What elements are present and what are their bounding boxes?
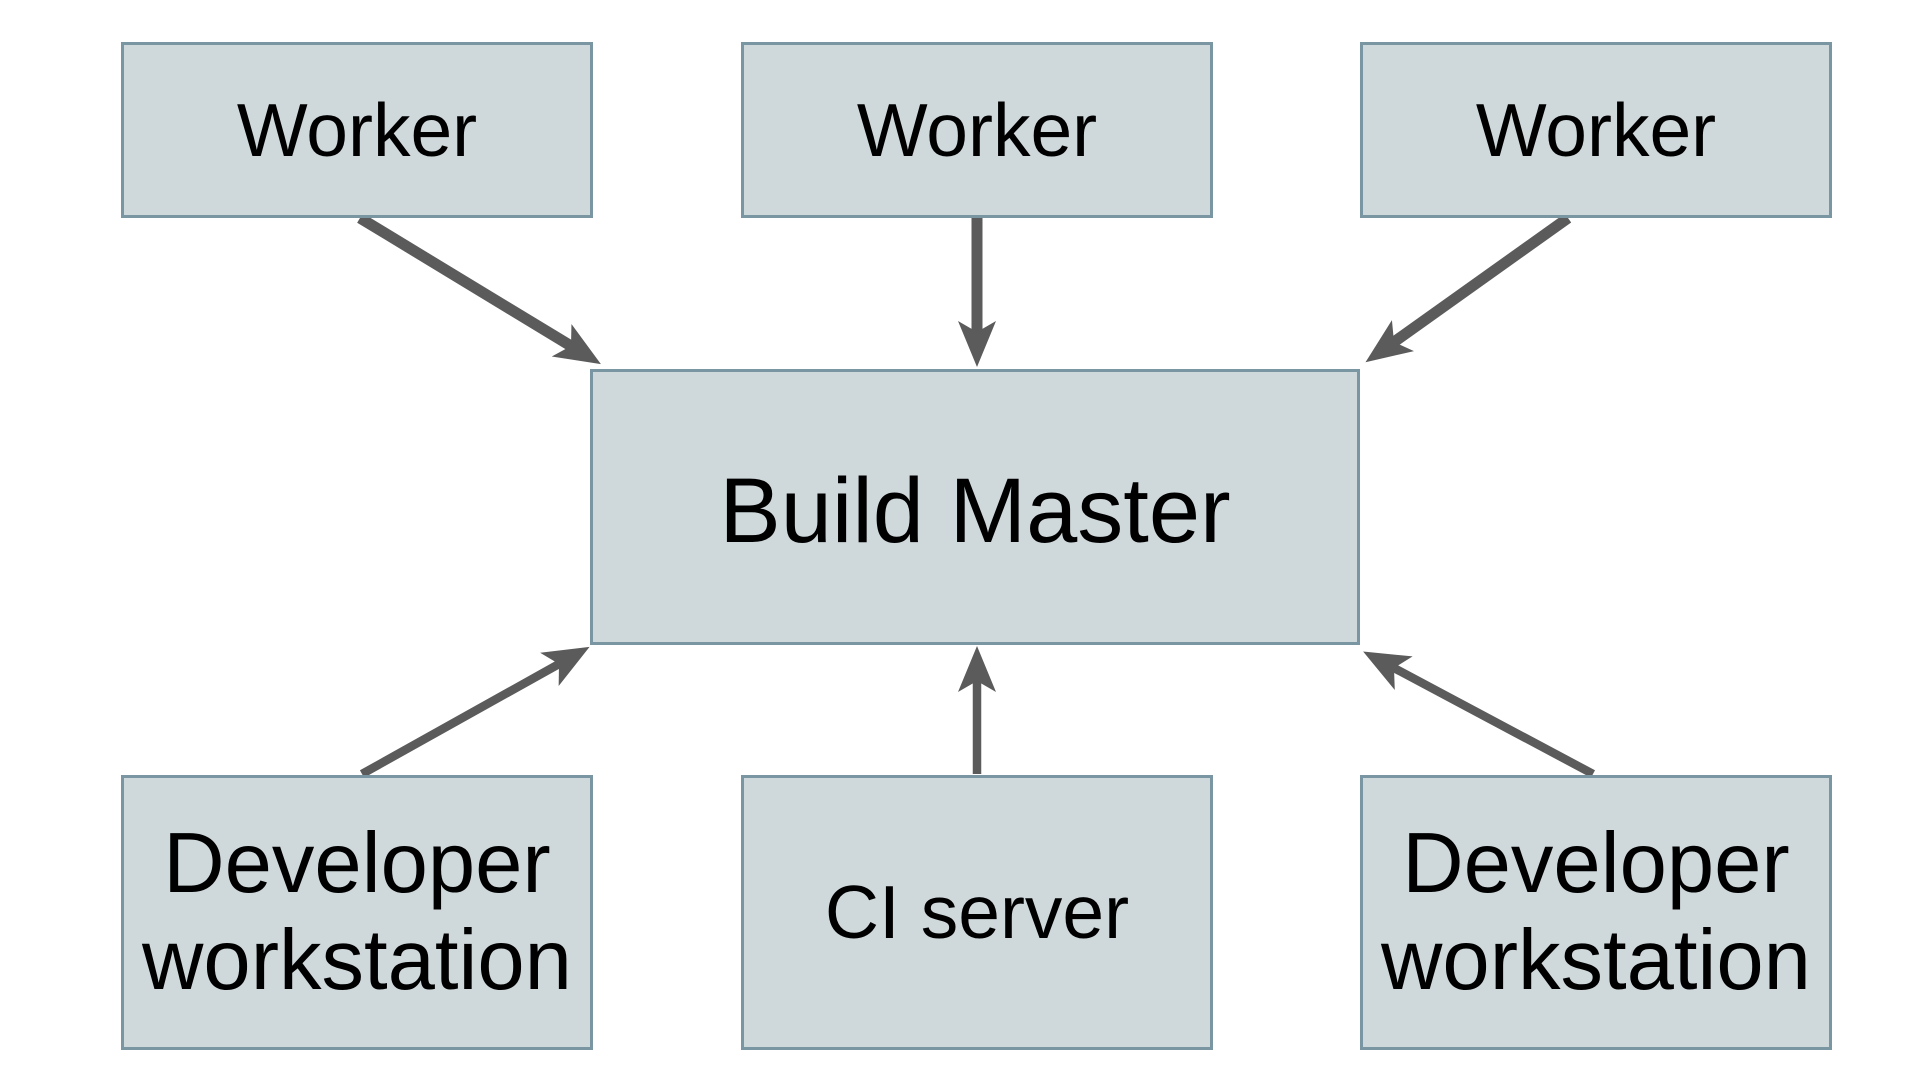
node-build-master: Build Master — [590, 369, 1360, 645]
node-ci-server: CI server — [741, 775, 1213, 1050]
node-worker-3: Worker — [1360, 42, 1832, 218]
node-developer-workstation-left: Developer workstation — [121, 775, 593, 1050]
node-worker-1: Worker — [121, 42, 593, 218]
node-worker-3-label: Worker — [1475, 87, 1717, 172]
node-developer-workstation-left-label: Developer workstation — [142, 816, 572, 1008]
node-ci-server-label: CI server — [824, 870, 1130, 955]
node-worker-2: Worker — [741, 42, 1213, 218]
arrow-worker1-to-build-master — [357, 213, 601, 365]
node-developer-workstation-right: Developer workstation — [1360, 775, 1832, 1050]
node-developer-workstation-right-label: Developer workstation — [1381, 816, 1811, 1008]
node-build-master-label: Build Master — [719, 460, 1231, 563]
arrow-devworkstation-right-to-build-master — [1363, 651, 1595, 778]
arrow-devworkstation-left-to-build-master — [359, 646, 590, 778]
arrow-worker3-to-build-master — [1365, 213, 1572, 363]
node-worker-1-label: Worker — [236, 87, 478, 172]
node-worker-2-label: Worker — [856, 87, 1098, 172]
